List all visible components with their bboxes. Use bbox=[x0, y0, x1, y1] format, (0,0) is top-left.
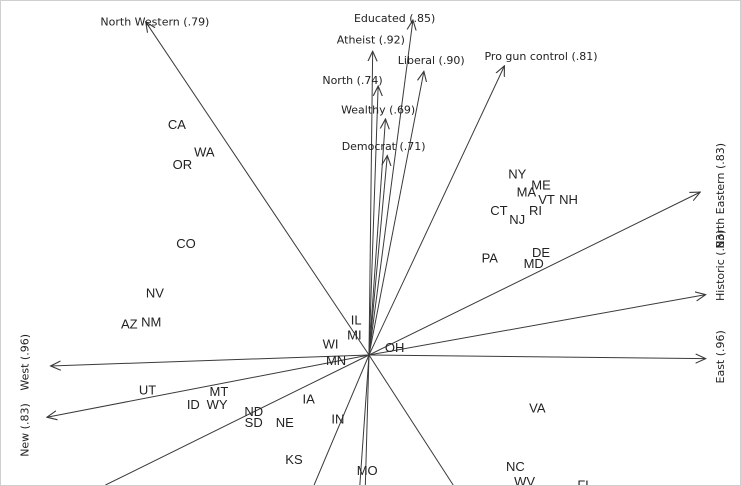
vector-liberal bbox=[368, 71, 424, 356]
vector-label-west: West (.96) bbox=[18, 334, 31, 391]
state-point-mi: MI bbox=[347, 327, 361, 342]
vector-label-north-eastern: North Eastern (.83) bbox=[714, 143, 727, 249]
vectors-layer bbox=[47, 20, 706, 485]
state-point-ne: NE bbox=[276, 415, 294, 430]
vector-label-new: New (.83) bbox=[18, 403, 31, 457]
vector-historic bbox=[368, 295, 706, 356]
state-point-me: ME bbox=[531, 177, 551, 192]
vector-pro-gun-control bbox=[368, 66, 504, 356]
vector-west bbox=[51, 354, 370, 366]
vector-unlabeled-15 bbox=[359, 354, 370, 485]
state-point-ut: UT bbox=[139, 382, 156, 397]
vector-labels-layer: North Western (.79) Educated (.85) Atheist… bbox=[18, 12, 726, 457]
vector-north-eastern bbox=[368, 192, 700, 356]
vector-unlabeled-16 bbox=[364, 354, 370, 485]
vector-label-north-western: North Western (.79) bbox=[100, 15, 209, 28]
state-point-ri: RI bbox=[529, 203, 542, 218]
vector-label-liberal: Liberal (.90) bbox=[398, 54, 465, 67]
state-point-mt: MT bbox=[210, 384, 229, 399]
vector-label-east: East (.96) bbox=[714, 330, 727, 383]
vector-democrat bbox=[368, 156, 387, 356]
state-point-nv: NV bbox=[146, 285, 164, 300]
state-point-va: VA bbox=[529, 401, 546, 416]
vector-label-wealthy: Wealthy (.69) bbox=[341, 103, 415, 116]
state-point-az: AZ bbox=[121, 316, 138, 331]
vector-east bbox=[368, 355, 706, 359]
state-point-mo: MO bbox=[357, 463, 378, 478]
state-point-wv: WV bbox=[514, 474, 535, 485]
state-point-ia: IA bbox=[302, 391, 315, 406]
state-point-il: IL bbox=[351, 313, 362, 328]
state-point-oh: OH bbox=[385, 340, 405, 355]
state-point-id: ID bbox=[187, 397, 200, 412]
vector-label-atheist: Atheist (.92) bbox=[337, 34, 405, 47]
vector-label-historic: Historic (.83) bbox=[714, 230, 727, 301]
vector-atheist bbox=[369, 51, 373, 356]
state-point-nm: NM bbox=[141, 315, 161, 330]
vector-label-pro-gun-control: Pro gun control (.81) bbox=[484, 50, 597, 63]
vector-unlabeled-17 bbox=[368, 354, 454, 485]
state-point-ny: NY bbox=[508, 166, 526, 181]
state-point-ct: CT bbox=[490, 203, 507, 218]
state-point-ca: CA bbox=[168, 117, 186, 132]
state-point-nh: NH bbox=[559, 192, 578, 207]
state-point-fl: FL bbox=[577, 477, 592, 485]
state-point-co: CO bbox=[176, 236, 196, 251]
vector-label-north: North (.74) bbox=[322, 74, 382, 87]
vector-label-democrat: Democrat (.71) bbox=[342, 140, 426, 153]
state-point-ma: MA bbox=[517, 185, 537, 200]
vector-new bbox=[47, 354, 370, 417]
state-point-nc: NC bbox=[506, 459, 525, 474]
vector-unlabeled-13 bbox=[105, 354, 370, 485]
state-point-wy: WY bbox=[207, 397, 228, 412]
state-point-md: MD bbox=[524, 256, 544, 271]
state-point-sd: SD bbox=[245, 415, 263, 430]
state-point-or: OR bbox=[173, 157, 193, 172]
state-point-vt: VT bbox=[538, 192, 555, 207]
state-point-in: IN bbox=[331, 412, 344, 427]
state-point-nd: ND bbox=[244, 404, 263, 419]
state-point-pa: PA bbox=[482, 251, 499, 266]
state-point-nj: NJ bbox=[509, 212, 525, 227]
vector-north-western bbox=[146, 22, 370, 356]
state-point-mn: MN bbox=[326, 353, 346, 368]
vector-label-educated: Educated (.85) bbox=[354, 12, 435, 25]
vector-educated bbox=[368, 20, 413, 356]
state-point-de: DE bbox=[532, 245, 550, 260]
state-point-wi: WI bbox=[323, 337, 339, 352]
vector-unlabeled-14 bbox=[313, 354, 370, 485]
vector-north bbox=[368, 86, 378, 356]
state-point-ks: KS bbox=[285, 452, 303, 467]
state-point-wa: WA bbox=[194, 144, 215, 159]
